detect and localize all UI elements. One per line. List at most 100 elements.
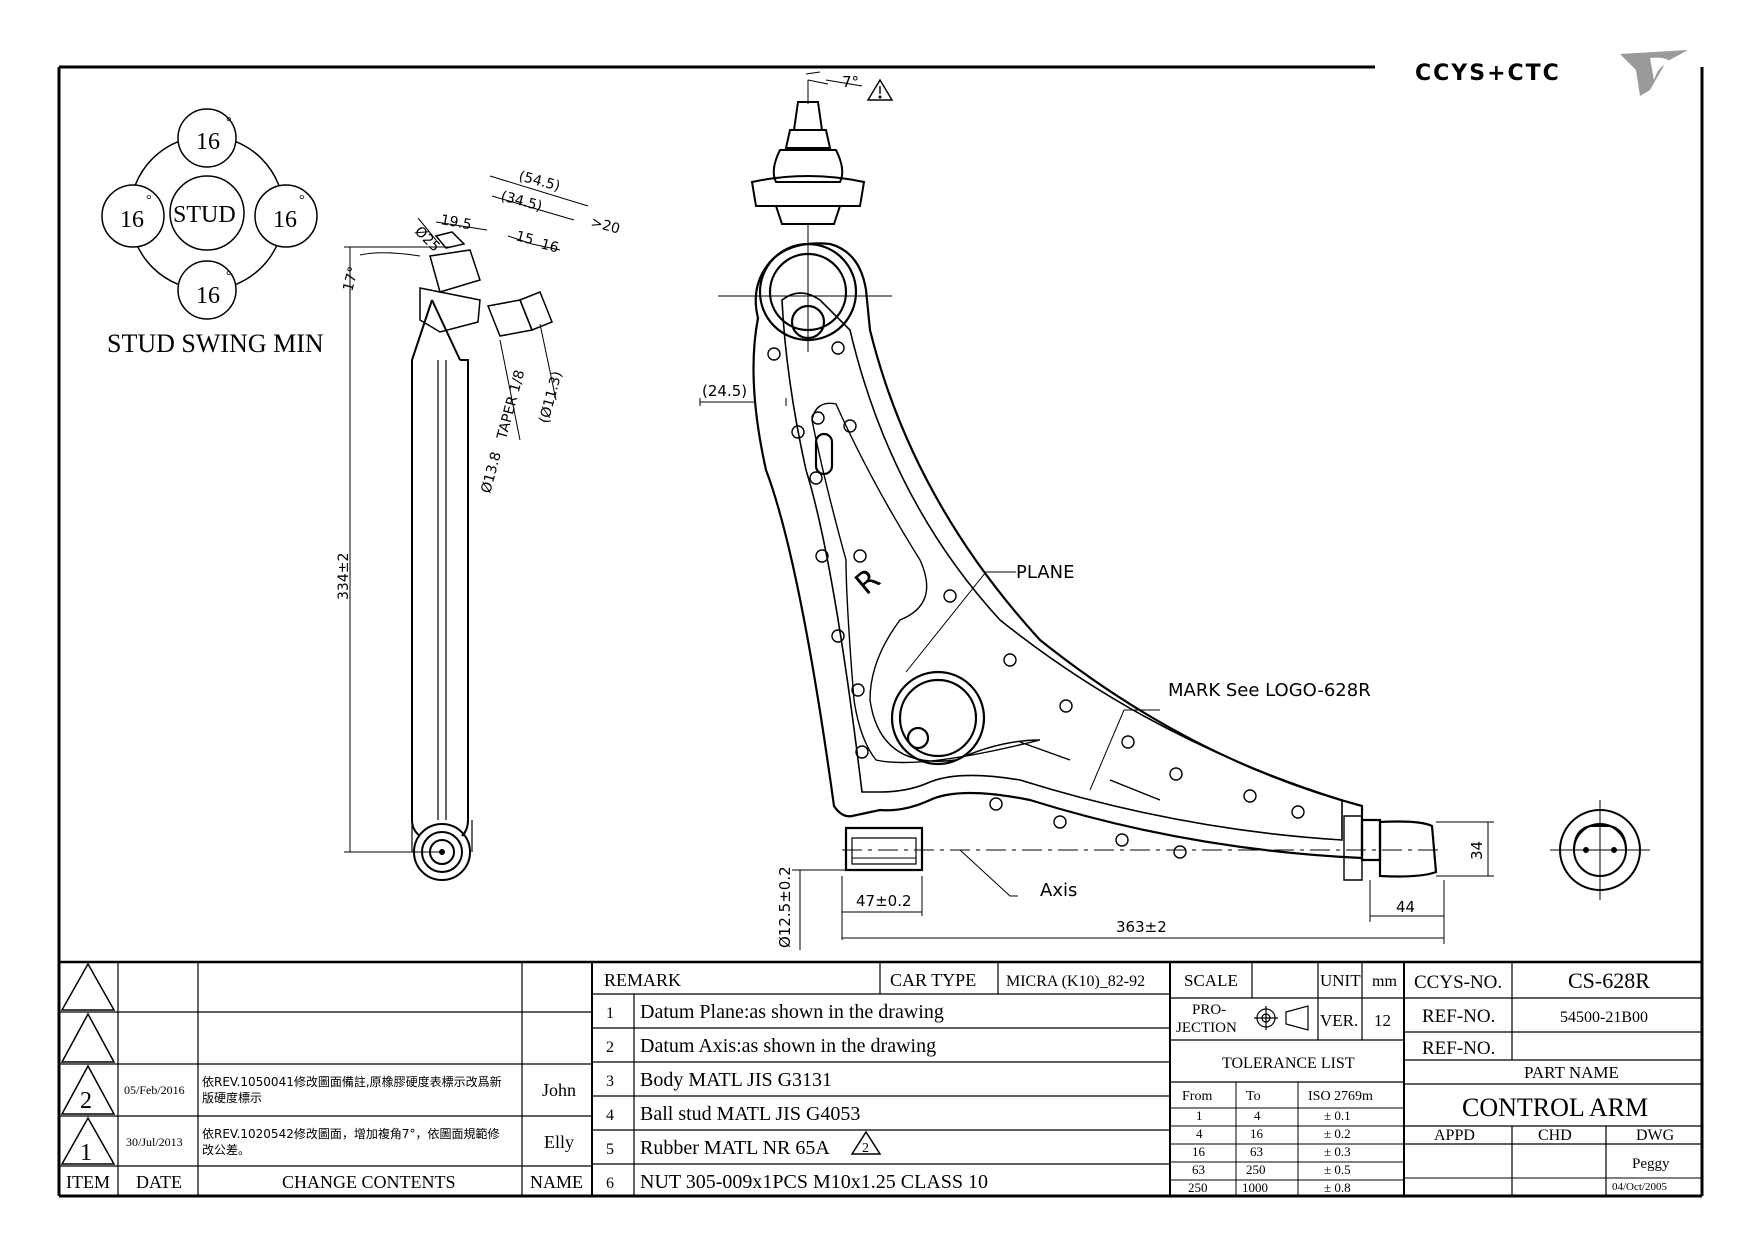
mark-label: MARK See LOGO-628R [1168, 680, 1371, 701]
tol-2-to: 16 [1250, 1126, 1264, 1141]
dim-363: 363±2 [1116, 918, 1167, 936]
tol-4-value: ± 0.5 [1324, 1162, 1351, 1177]
stud-swing-right-degree: ° [299, 193, 305, 208]
remark-5-no: 5 [606, 1141, 614, 1158]
remark-1-text: Datum Plane:as shown in the drawing [640, 1001, 944, 1023]
projection-label-1: PRO- [1192, 1002, 1226, 1018]
ver-label: VER. [1320, 1011, 1358, 1030]
tol-header-to: To [1246, 1089, 1261, 1104]
stud-swing-caption: STUD SWING MIN [107, 329, 324, 358]
dim-44: 44 [1396, 898, 1415, 916]
stud-swing-top-degree: ° [226, 115, 232, 130]
revision-content-2-line1: 依REV.1050041修改圖面備註,原橡膠硬度表標示改爲新 [202, 1074, 502, 1089]
remark-flag: 2 [862, 1141, 869, 1156]
dim-gt20: >20 [589, 214, 622, 237]
brand-logo-text: CCYS+CTC [1415, 61, 1561, 86]
revision-name-1: Elly [544, 1132, 574, 1152]
tol-header-iso: ISO 2769m [1308, 1089, 1373, 1104]
axis-label: Axis [1040, 880, 1077, 901]
dim-phi25: Ø25 [411, 224, 443, 256]
stud-swing-top: 16 [196, 129, 220, 155]
tol-4-to: 250 [1246, 1162, 1266, 1177]
dim-334: 334±2 [336, 553, 352, 600]
stud-swing-left-degree: ° [146, 193, 152, 208]
remark-2-text: Datum Axis:as shown in the drawing [640, 1035, 936, 1057]
header-date: DATE [136, 1172, 182, 1192]
dim-phi13-8: Ø13.8 [478, 450, 504, 495]
dim-15: 15 [514, 228, 535, 248]
title-block-grid [59, 960, 1702, 1196]
revision-content-2-line2: 版硬度標示 [202, 1090, 262, 1105]
part-name-value: CONTROL ARM [1462, 1093, 1648, 1122]
chd-label: CHD [1538, 1127, 1572, 1144]
side-view-dimension-text: (54.5) (34.5) 19.5 15 16 >20 Ø25 17° TAP… [336, 168, 622, 600]
car-type-value: MICRA (K10)_82-92 [1006, 973, 1145, 990]
spec-block: SCALE UNIT mm PRO- JECTION VER. 12 TOLER… [1176, 971, 1397, 1195]
tol-1-value: ± 0.1 [1324, 1108, 1351, 1123]
car-type-label: CAR TYPE [890, 970, 976, 990]
revision-date-1: 30/Jul/2013 [126, 1135, 183, 1149]
tol-3-value: ± 0.3 [1324, 1144, 1351, 1159]
dim-phi11-3: (Ø11.3) [536, 370, 565, 425]
end-view-drawing [1550, 800, 1650, 900]
remark-4-no: 4 [606, 1107, 614, 1124]
appd-label: APPD [1434, 1127, 1475, 1144]
dim-24-5: (24.5) [702, 382, 747, 400]
remark-5-text: Rubber MATL NR 65A [640, 1137, 830, 1159]
remark-3-no: 3 [606, 1073, 614, 1090]
main-view-text: 7° (24.5) PLANE MARK See LOGO-628R Axis … [702, 73, 1486, 948]
drawer-name: Peggy [1632, 1156, 1670, 1172]
control-arm-body [752, 242, 1438, 881]
tol-5-to: 1000 [1242, 1180, 1268, 1195]
brand-logo-mark-detail [1650, 57, 1672, 80]
part-name-label: PART NAME [1524, 1063, 1619, 1082]
ccys-no-value: CS-628R [1568, 968, 1650, 993]
remark-6-text: NUT 305-009x1PCS M10x1.25 CLASS 10 [640, 1171, 988, 1193]
unit-label: UNIT [1320, 971, 1361, 990]
dim-phi12-5: Ø12.5±0.2 [776, 866, 794, 948]
tol-5-value: ± 0.8 [1324, 1180, 1351, 1195]
dim-47: 47±0.2 [856, 892, 912, 910]
unit-value: mm [1372, 973, 1397, 990]
stud-swing-bottom-degree: ° [226, 269, 232, 284]
dim-16: 16 [539, 236, 560, 256]
r-mark: R [849, 562, 887, 602]
remark-1-no: 1 [606, 1005, 614, 1022]
warning-triangle-icon [866, 78, 894, 101]
revision-date-2: 05/Feb/2016 [124, 1083, 185, 1097]
stud-swing-left: 16 [120, 207, 144, 233]
ball-stud [750, 79, 866, 225]
remark-3-text: Body MATL JIS G3131 [640, 1069, 832, 1091]
side-view-drawing [411, 231, 553, 881]
remark-4-text: Ball stud MATL JIS G4053 [640, 1103, 860, 1125]
remark-6-no: 6 [606, 1175, 614, 1192]
tol-5-from: 250 [1188, 1180, 1208, 1195]
tol-1-from: 1 [1196, 1108, 1203, 1123]
stud-swing-diagram [101, 108, 318, 320]
header-change: CHANGE CONTENTS [282, 1172, 456, 1192]
ref-no-label: REF-NO. [1422, 1006, 1495, 1027]
tol-3-from: 16 [1192, 1144, 1206, 1159]
tol-1-to: 4 [1254, 1108, 1261, 1123]
stud-swing-center: STUD [173, 202, 236, 228]
sheet-frame [57, 65, 1704, 1198]
revision-content-1-line2: 改公差。 [202, 1143, 250, 1157]
revision-content-1-line1: 依REV.1020542修改圖面，增加複角7°，依圖面規範修 [202, 1126, 499, 1141]
ver-value: 12 [1374, 1011, 1391, 1030]
main-view-dimensions [699, 71, 1494, 950]
revision-table: 2 1 05/Feb/2016 30/Jul/2013 依REV.1050041… [66, 1074, 869, 1192]
drawn-date: 04/Oct/2005 [1612, 1181, 1667, 1193]
dim-19-5: 19.5 [439, 212, 472, 233]
remarks-header: REMARK [604, 970, 681, 990]
revision-item-1: 1 [80, 1140, 92, 1166]
tolerance-title: TOLERANCE LIST [1222, 1055, 1355, 1072]
projection-label-2: JECTION [1176, 1020, 1237, 1036]
revision-name-2: John [542, 1080, 576, 1100]
ref-no2-label: REF-NO. [1422, 1038, 1495, 1059]
dwg-label: DWG [1636, 1127, 1675, 1144]
brand-logo: CCYS+CTC [1415, 50, 1688, 96]
tol-4-from: 63 [1192, 1162, 1205, 1177]
remarks-table: REMARK CAR TYPE MICRA (K10)_82-92 1 Datu… [604, 970, 1145, 1193]
tol-2-value: ± 0.2 [1324, 1126, 1351, 1141]
